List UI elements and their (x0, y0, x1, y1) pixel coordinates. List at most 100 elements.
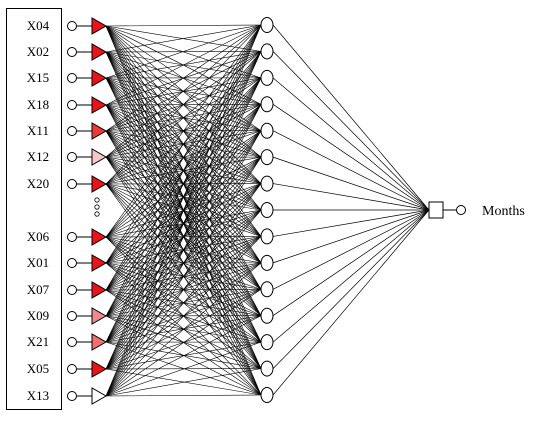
ellipsis-dot (94, 197, 100, 203)
hidden-output-connection (272, 209, 430, 396)
input-hidden-connection (105, 156, 262, 397)
output-node (428, 201, 444, 219)
input-label: X18 (26, 97, 50, 112)
hidden-node (260, 334, 274, 351)
input-terminal (67, 47, 77, 57)
input-label: X02 (26, 44, 50, 59)
input-hidden-connection (105, 368, 262, 397)
hidden-output-connection (272, 209, 430, 317)
input-hidden-connection (105, 24, 262, 397)
input-hidden-connection (105, 24, 262, 27)
hidden-output-connection (272, 209, 430, 369)
hidden-output-connection (272, 156, 430, 211)
input-node (91, 17, 108, 35)
ellipsis-dot (94, 211, 100, 217)
input-hidden-connection (105, 24, 262, 343)
hidden-output-connection (272, 24, 430, 211)
input-hidden-connection (105, 341, 262, 397)
hidden-node (260, 175, 274, 192)
input-node (91, 228, 108, 246)
hidden-node (260, 360, 274, 377)
hidden-output-connection (272, 183, 430, 211)
input-label: X04 (26, 18, 50, 33)
input-label: X12 (26, 149, 50, 164)
input-terminal (67, 337, 77, 347)
input-node (91, 387, 108, 405)
input-hidden-connection (105, 262, 262, 397)
input-hidden-connection (105, 51, 262, 397)
input-label: X21 (26, 334, 50, 349)
input-terminal (67, 152, 77, 162)
input-hidden-connection (105, 289, 262, 397)
ellipsis-dot (94, 204, 100, 210)
input-label: X06 (26, 229, 50, 244)
input-terminal (67, 232, 77, 242)
hidden-output-connection (272, 51, 430, 211)
input-node (91, 281, 108, 299)
input-hidden-connection (105, 24, 262, 185)
input-label: X20 (26, 176, 50, 191)
hidden-node (260, 69, 274, 86)
input-label-box (6, 8, 62, 410)
input-node (91, 96, 108, 114)
hidden-output-connection (272, 103, 430, 211)
hidden-output-connection (272, 77, 430, 211)
hidden-output-connection (272, 209, 430, 237)
input-label: X09 (26, 308, 50, 323)
input-hidden-connection (105, 236, 262, 397)
input-label: X05 (26, 361, 50, 376)
input-node (91, 69, 108, 87)
input-label: X13 (26, 388, 50, 403)
input-terminal (67, 73, 77, 83)
input-hidden-connection (105, 24, 262, 370)
input-hidden-connection (105, 315, 262, 397)
input-node (91, 175, 108, 193)
hidden-node (260, 43, 274, 60)
input-terminal (67, 100, 77, 110)
hidden-node (260, 387, 274, 403)
input-hidden-connection (105, 24, 262, 158)
input-hidden-connection (105, 209, 262, 397)
input-hidden-connection (105, 394, 262, 397)
input-node (91, 122, 108, 140)
hidden-output-connection (272, 209, 430, 290)
output-terminal (456, 205, 466, 215)
input-terminal (67, 21, 77, 31)
input-terminal (67, 258, 77, 268)
input-hidden-connection (105, 24, 262, 53)
hidden-node (260, 202, 274, 218)
hidden-node (260, 254, 274, 271)
input-node (91, 148, 108, 166)
hidden-node (260, 17, 274, 33)
input-hidden-connection (105, 77, 262, 397)
input-terminal (67, 391, 77, 401)
input-node (91, 333, 108, 351)
input-node (91, 43, 108, 61)
input-terminal (67, 285, 77, 295)
input-hidden-connection (105, 24, 262, 317)
input-label: X01 (26, 255, 50, 270)
input-hidden-connection (105, 24, 262, 79)
input-hidden-connection (105, 24, 262, 132)
hidden-node (260, 122, 274, 139)
input-hidden-connection (105, 24, 262, 264)
hidden-output-connection (272, 209, 430, 264)
input-hidden-connection (105, 24, 262, 106)
input-terminal (67, 364, 77, 374)
input-terminal (67, 126, 77, 136)
output-label: Months (482, 204, 525, 219)
input-hidden-connection (105, 104, 262, 397)
hidden-output-connection (272, 130, 430, 211)
hidden-node (260, 281, 274, 298)
hidden-output-connection (272, 209, 430, 343)
input-hidden-connection (105, 24, 262, 291)
input-node (91, 360, 108, 378)
input-terminal (67, 311, 77, 321)
input-node (91, 254, 108, 272)
hidden-node (260, 149, 274, 166)
input-terminal (67, 179, 77, 189)
input-hidden-connection (105, 130, 262, 397)
input-label: X15 (26, 70, 50, 85)
